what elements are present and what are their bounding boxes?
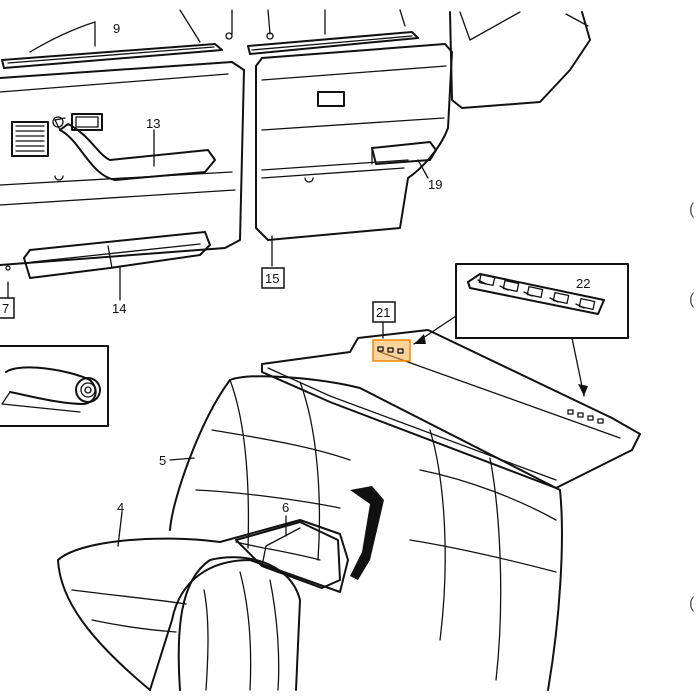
left-door-panel	[0, 43, 245, 279]
callout-21-box	[372, 301, 396, 323]
right-door-panel	[247, 11, 591, 241]
highlight-marker	[372, 339, 411, 362]
edge-mark-1: (	[689, 201, 695, 218]
callout-15-box	[261, 267, 285, 289]
clip-detail-box	[413, 263, 629, 397]
callout-22: 22	[576, 276, 590, 291]
callout-14: 14	[112, 301, 126, 316]
callout-6: 6	[282, 500, 289, 515]
edge-marks: ( ( (	[689, 201, 695, 612]
callout-5: 5	[159, 453, 166, 468]
edge-mark-3: (	[689, 595, 695, 612]
callout-21: 21	[376, 305, 390, 320]
callout-13: 13	[146, 116, 160, 131]
top-leaders	[7, 9, 429, 301]
callouts: 9 13 19 15 14 7 22 21 5 4 6	[0, 21, 590, 515]
callout-9: 9	[113, 21, 120, 36]
callout-19: 19	[428, 177, 442, 192]
callout-7-box	[0, 297, 15, 319]
rear-seat-cushion	[57, 457, 349, 691]
callout-7: 7	[2, 301, 9, 316]
callout-15: 15	[265, 271, 279, 286]
rear-seat-backrest	[169, 375, 563, 691]
callout-4: 4	[117, 500, 124, 515]
parcel-shelf	[261, 321, 641, 489]
edge-mark-2: (	[689, 291, 695, 308]
material-roll-box	[0, 345, 109, 427]
